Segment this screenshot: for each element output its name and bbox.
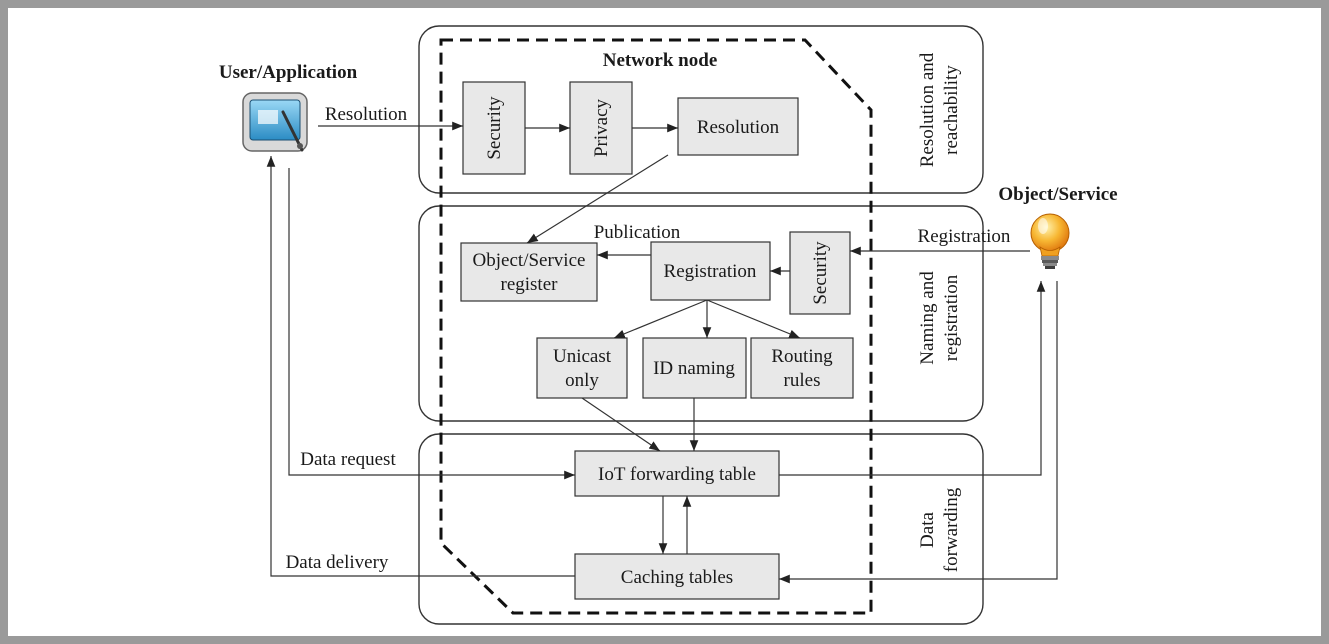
security-box-1: [462, 81, 526, 175]
network-node-title: Network node: [603, 50, 718, 71]
network-node-boundary: [439, 38, 873, 615]
arrow-registration-unicast: [613, 299, 708, 339]
resolution-flow-label: Resolution: [325, 104, 408, 125]
caching-tables-label: Caching tables: [621, 567, 733, 588]
arrow-resolution-register: [526, 154, 669, 244]
security-box-1-label: Security: [484, 96, 505, 160]
arrow-object-caching: [779, 281, 1058, 584]
region-forwarding: [418, 433, 984, 625]
id-naming-label: ID naming: [653, 358, 735, 379]
registration-box-label: Registration: [664, 261, 757, 282]
region-label-forwarding: Data forwarding: [917, 487, 962, 572]
unicast-line2: only: [565, 370, 599, 391]
registration-flow-label: Registration: [918, 226, 1011, 247]
arrow-data-delivery: [266, 156, 575, 577]
arrow-registration-routing: [706, 299, 801, 339]
lightbulb-icon: [1030, 213, 1070, 269]
region-label-naming: Naming and registration: [917, 271, 962, 365]
arrow-fwdtable-object: [779, 281, 1046, 476]
region-resolution: [418, 25, 984, 194]
region-label-resolution-line2: reachability: [941, 65, 962, 155]
iot-forwarding-table-box: [574, 450, 780, 497]
privacy-box-label: Privacy: [591, 98, 612, 157]
data-request-label: Data request: [300, 449, 396, 470]
register-box-line1: Object/Service: [473, 250, 586, 271]
register-box-line2: register: [501, 274, 559, 295]
routing-line1: Routing: [771, 346, 833, 367]
caching-tables-box: [574, 553, 780, 600]
region-label-resolution-line1: Resolution and: [917, 52, 938, 167]
routing-line2: rules: [784, 370, 821, 391]
arrow-unicast-fwdtable: [581, 397, 661, 452]
object-service-label: Object/Service: [998, 184, 1117, 205]
security-box-2-label: Security: [810, 241, 831, 305]
registration-box: [650, 241, 771, 301]
resolution-box-label: Resolution: [697, 117, 780, 138]
iot-forwarding-table-label: IoT forwarding table: [598, 464, 756, 485]
data-delivery-label: Data delivery: [286, 552, 389, 573]
publication-label: Publication: [594, 222, 681, 243]
object-service-register-box: [460, 242, 598, 302]
resolution-box: [677, 97, 799, 156]
region-label-naming-line2: registration: [941, 274, 962, 361]
region-label-naming-line1: Naming and: [917, 271, 938, 365]
user-application-label: User/Application: [219, 62, 358, 83]
privacy-box: [569, 81, 633, 175]
region-label-resolution: Resolution and reachability: [917, 52, 962, 167]
arrow-data-request: [288, 168, 575, 480]
region-label-forwarding-line2: forwarding: [941, 487, 962, 572]
user-application-icon: [242, 92, 308, 152]
security-box-2: [789, 231, 851, 315]
region-naming: [418, 205, 984, 422]
unicast-line1: Unicast: [553, 346, 612, 367]
routing-rules-box: [750, 337, 854, 399]
region-label-forwarding-line1: Data: [917, 512, 938, 548]
